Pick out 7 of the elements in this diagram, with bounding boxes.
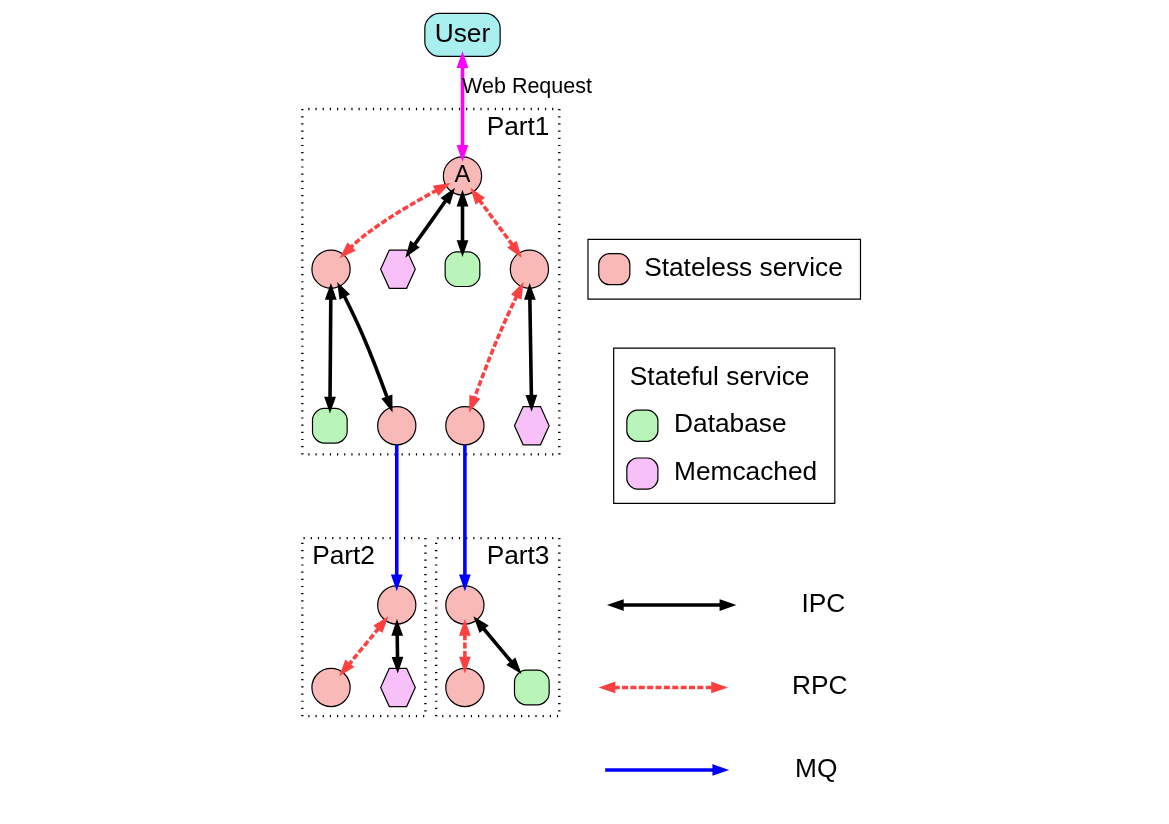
legend-label: Stateless service [643,251,843,282]
legend-label: Database [673,408,787,439]
legend-label: Memcached [673,456,817,487]
legend-label: MQ [794,752,837,783]
legend-label: RPC [791,670,848,701]
label: Stateful service [629,360,809,391]
legend-label: IPC [801,587,845,618]
